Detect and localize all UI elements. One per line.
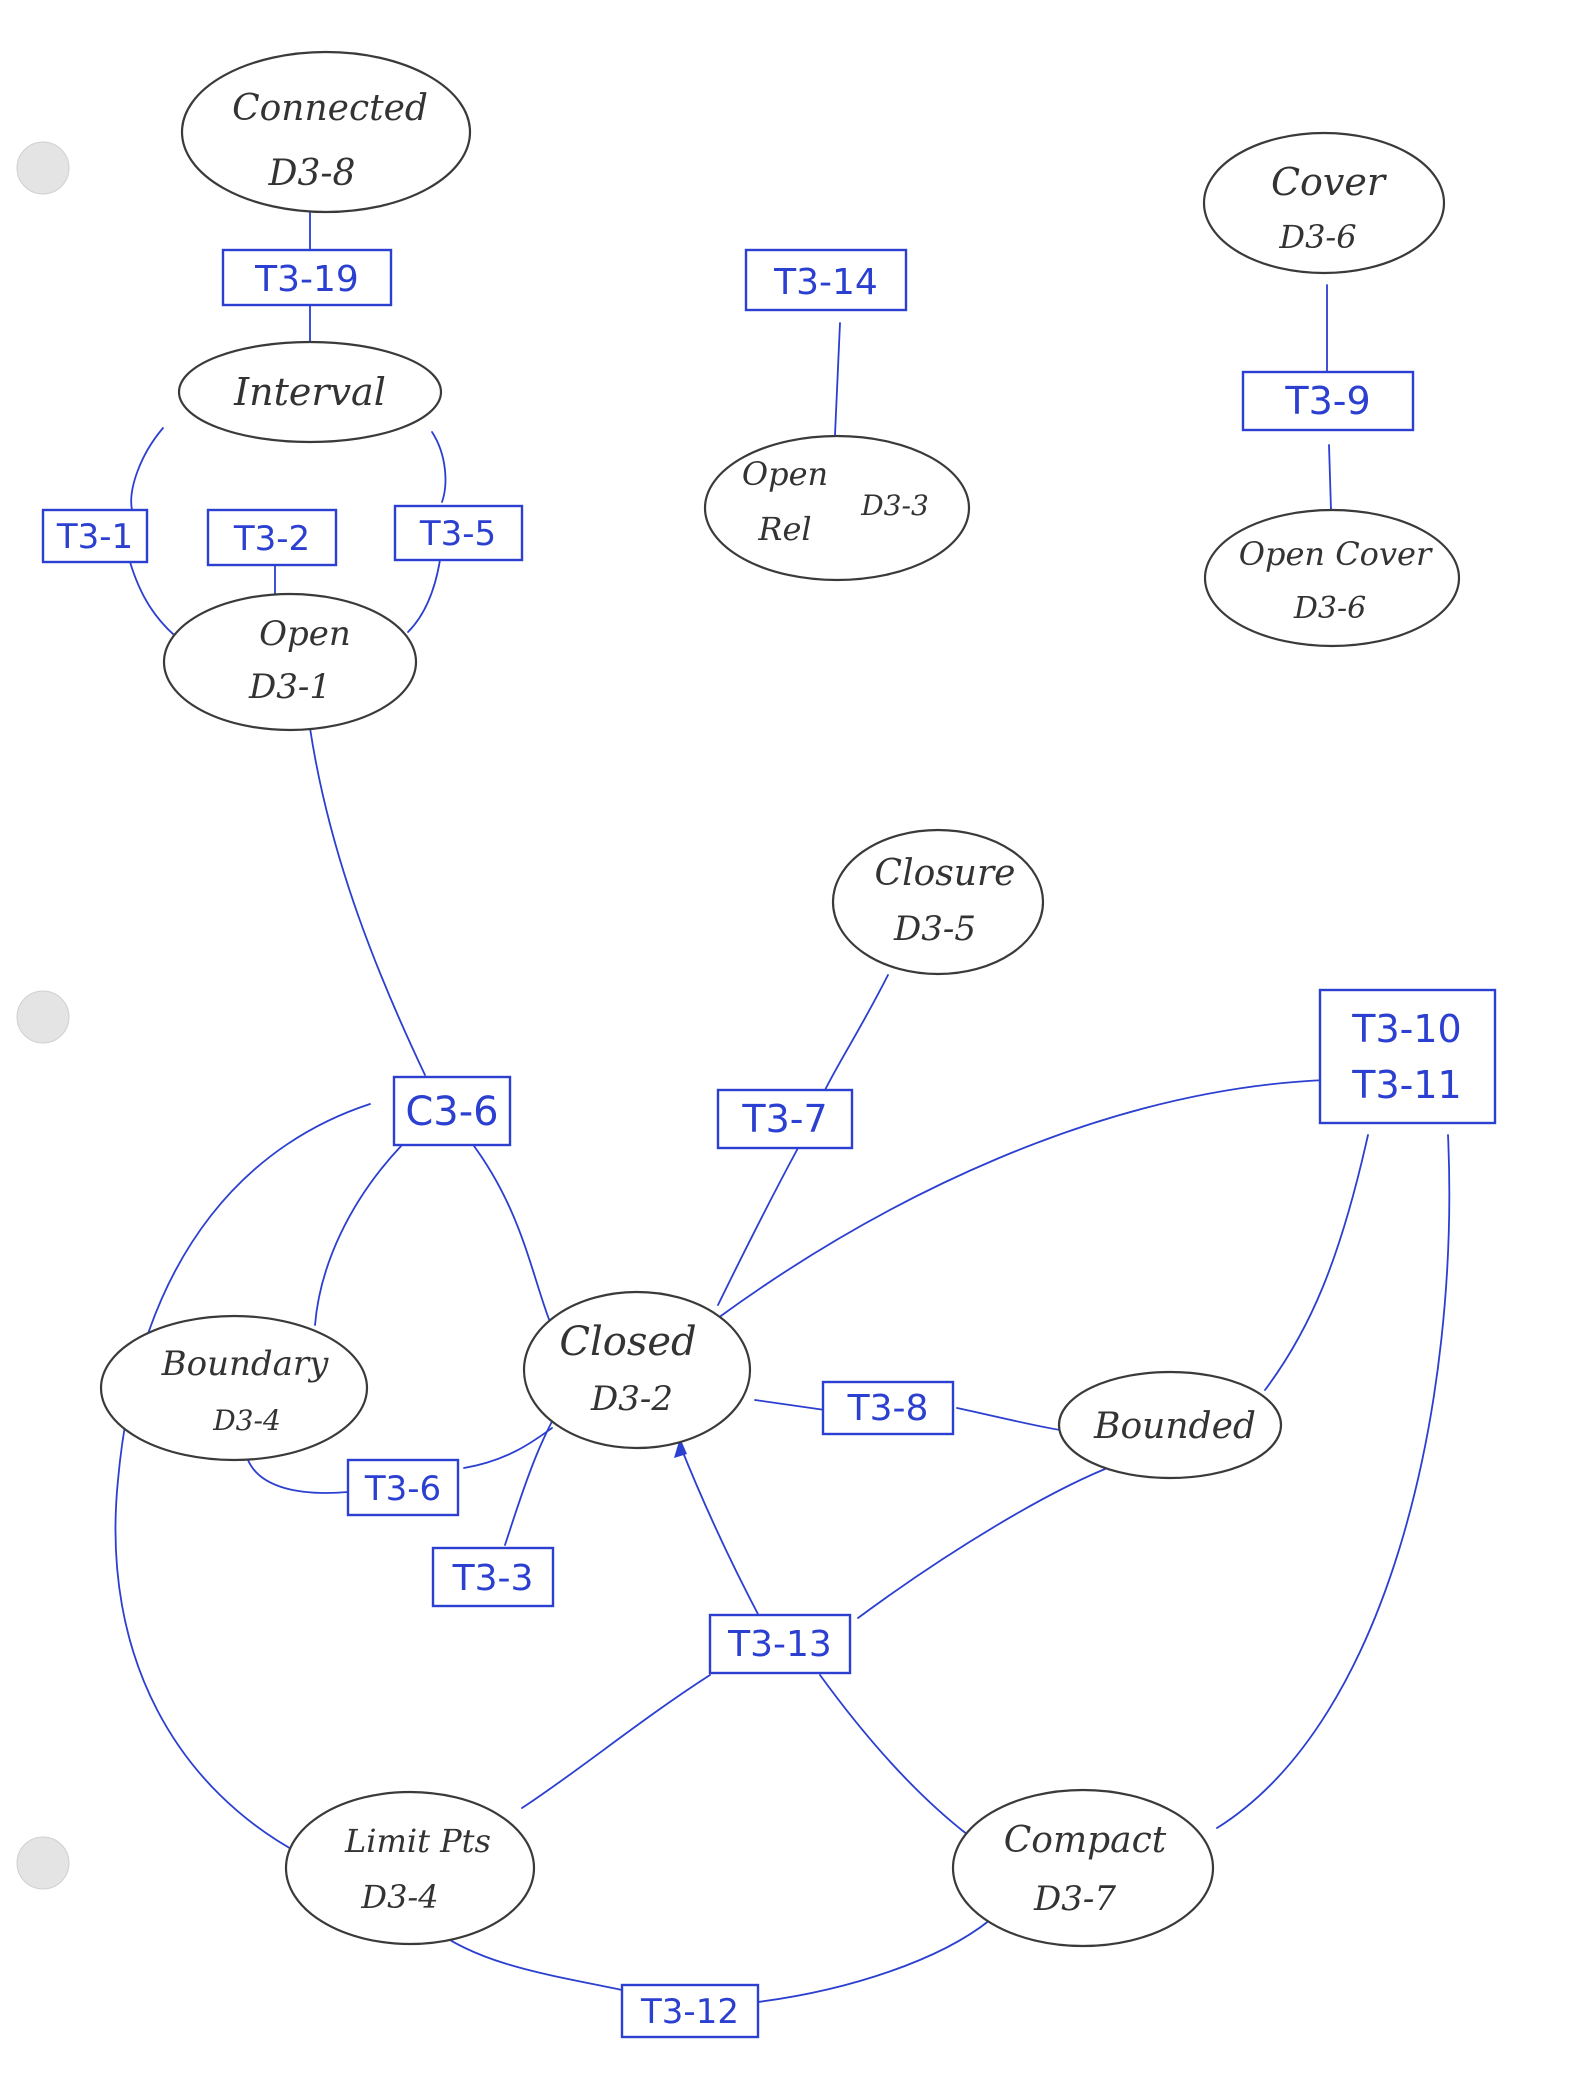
t3-12-label: T3-12 — [640, 1992, 739, 2032]
node-open-cover: Open Cover D3-6 — [1203, 508, 1461, 648]
edge-c3-6-boundary — [314, 1144, 403, 1326]
interval-label: Interval — [233, 370, 386, 414]
node-boundary: Boundary D3-4 — [99, 1314, 369, 1462]
node-closed: Closed D3-2 — [522, 1290, 752, 1450]
boundary-label: Boundary — [161, 1344, 330, 1384]
edge-interval-t3-5 — [431, 431, 447, 503]
t3-8-label: T3-8 — [847, 1388, 929, 1429]
box-t3-1: T3-1 — [41, 508, 149, 564]
compact-id: D3-7 — [1033, 1879, 1116, 1919]
t3-11-label: T3-11 — [1351, 1063, 1461, 1107]
open-cover-id: D3-6 — [1293, 591, 1366, 626]
edge-closed-t3-8 — [754, 1399, 826, 1411]
box-t3-2: T3-2 — [206, 508, 338, 567]
open-label: Open — [259, 614, 351, 654]
edge-t3-13-closed — [679, 1444, 761, 1619]
edge-t3-14-openrel — [834, 322, 841, 436]
edge-t3-7-closed — [717, 1147, 799, 1306]
edge-t3-8-bounded — [956, 1407, 1061, 1431]
bounded-label: Bounded — [1093, 1406, 1256, 1447]
box-t3-10-t3-11: T3-10 T3-11 — [1318, 988, 1497, 1125]
arrowhead-closed — [674, 1438, 687, 1458]
edge-t3-1-open — [129, 561, 181, 641]
c3-6-label: C3-6 — [405, 1089, 498, 1135]
box-t3-8: T3-8 — [821, 1380, 955, 1436]
box-t3-3: T3-3 — [431, 1546, 555, 1608]
open-rel-id: D3-3 — [860, 489, 929, 522]
edge-t3-11-compact — [1216, 1134, 1451, 1829]
t3-19-label: T3-19 — [254, 259, 359, 300]
node-closure: Closure D3-5 — [831, 828, 1045, 976]
closure-label: Closure — [875, 853, 1016, 894]
node-compact: Compact D3-7 — [951, 1788, 1215, 1948]
t3-9-label: T3-9 — [1284, 379, 1370, 423]
edge-c3-6-closed — [459, 1127, 551, 1323]
open-rel-label: Open — [742, 455, 828, 493]
edge-open-c3-6 — [309, 727, 426, 1076]
edge-t3-13-limitpts — [521, 1674, 711, 1809]
edge-closure-t3-7 — [824, 974, 889, 1091]
t3-7-label: T3-7 — [741, 1097, 827, 1141]
node-cover: Cover D3-6 — [1202, 131, 1446, 275]
closed-label: Closed — [559, 1319, 696, 1365]
compact-label: Compact — [1004, 1820, 1167, 1861]
box-t3-14: T3-14 — [744, 248, 908, 312]
connected-id: D3-8 — [268, 153, 356, 194]
node-interval: Interval — [177, 340, 443, 444]
edge-t3-10-closed — [717, 1079, 1326, 1319]
edge-c3-6-limitpts — [114, 1103, 371, 1856]
box-t3-7: T3-7 — [716, 1088, 854, 1150]
node-limit-pts: Limit Pts D3-4 — [284, 1790, 536, 1946]
cover-label: Cover — [1271, 160, 1388, 204]
t3-14-label: T3-14 — [773, 262, 878, 303]
box-t3-13: T3-13 — [708, 1613, 852, 1675]
closed-id: D3-2 — [590, 1379, 673, 1419]
box-t3-19: T3-19 — [221, 248, 393, 307]
edge-t3-9-opencover — [1328, 444, 1332, 511]
node-connected: Connected D3-8 — [180, 50, 472, 214]
limit-pts-label: Limit Pts — [344, 1822, 491, 1860]
closure-id: D3-5 — [893, 909, 976, 949]
edge-t3-12-compact — [757, 1919, 991, 2003]
box-t3-6: T3-6 — [346, 1458, 460, 1517]
binder-hole-top — [16, 141, 70, 195]
open-id: D3-1 — [248, 667, 331, 707]
t3-6-label: T3-6 — [364, 1469, 441, 1509]
edge-t3-13-compact — [819, 1674, 969, 1836]
node-open: Open D3-1 — [162, 592, 418, 732]
edge-bounded-t3-13 — [857, 1464, 1116, 1619]
edge-t3-5-open — [407, 559, 441, 633]
limit-pts-id: D3-4 — [360, 1878, 438, 1916]
connected-label: Connected — [232, 88, 428, 129]
edges — [114, 209, 1451, 2003]
t3-3-label: T3-3 — [452, 1558, 534, 1599]
box-c3-6: C3-6 — [392, 1075, 512, 1147]
node-open-rel: Open Rel D3-3 — [703, 434, 971, 582]
open-cover-label: Open Cover — [1239, 535, 1433, 573]
box-t3-9: T3-9 — [1241, 370, 1415, 432]
cover-id: D3-6 — [1278, 218, 1356, 256]
t3-10-label: T3-10 — [1351, 1007, 1461, 1051]
t3-5-label: T3-5 — [419, 514, 496, 554]
node-bounded: Bounded — [1057, 1370, 1283, 1480]
boundary-id: D3-4 — [212, 1404, 281, 1437]
binder-hole-middle — [16, 990, 70, 1044]
edge-boundary-t3-6 — [247, 1459, 349, 1494]
edge-t3-10-bounded — [1264, 1134, 1369, 1391]
open-rel-rel: Rel — [757, 510, 811, 548]
t3-2-label: T3-2 — [233, 519, 310, 559]
binder-hole-bottom — [16, 1836, 70, 1890]
box-t3-12: T3-12 — [620, 1983, 760, 2039]
edge-interval-t3-1 — [130, 427, 164, 511]
box-t3-5: T3-5 — [393, 504, 524, 562]
t3-1-label: T3-1 — [56, 517, 133, 557]
t3-13-label: T3-13 — [727, 1624, 832, 1665]
